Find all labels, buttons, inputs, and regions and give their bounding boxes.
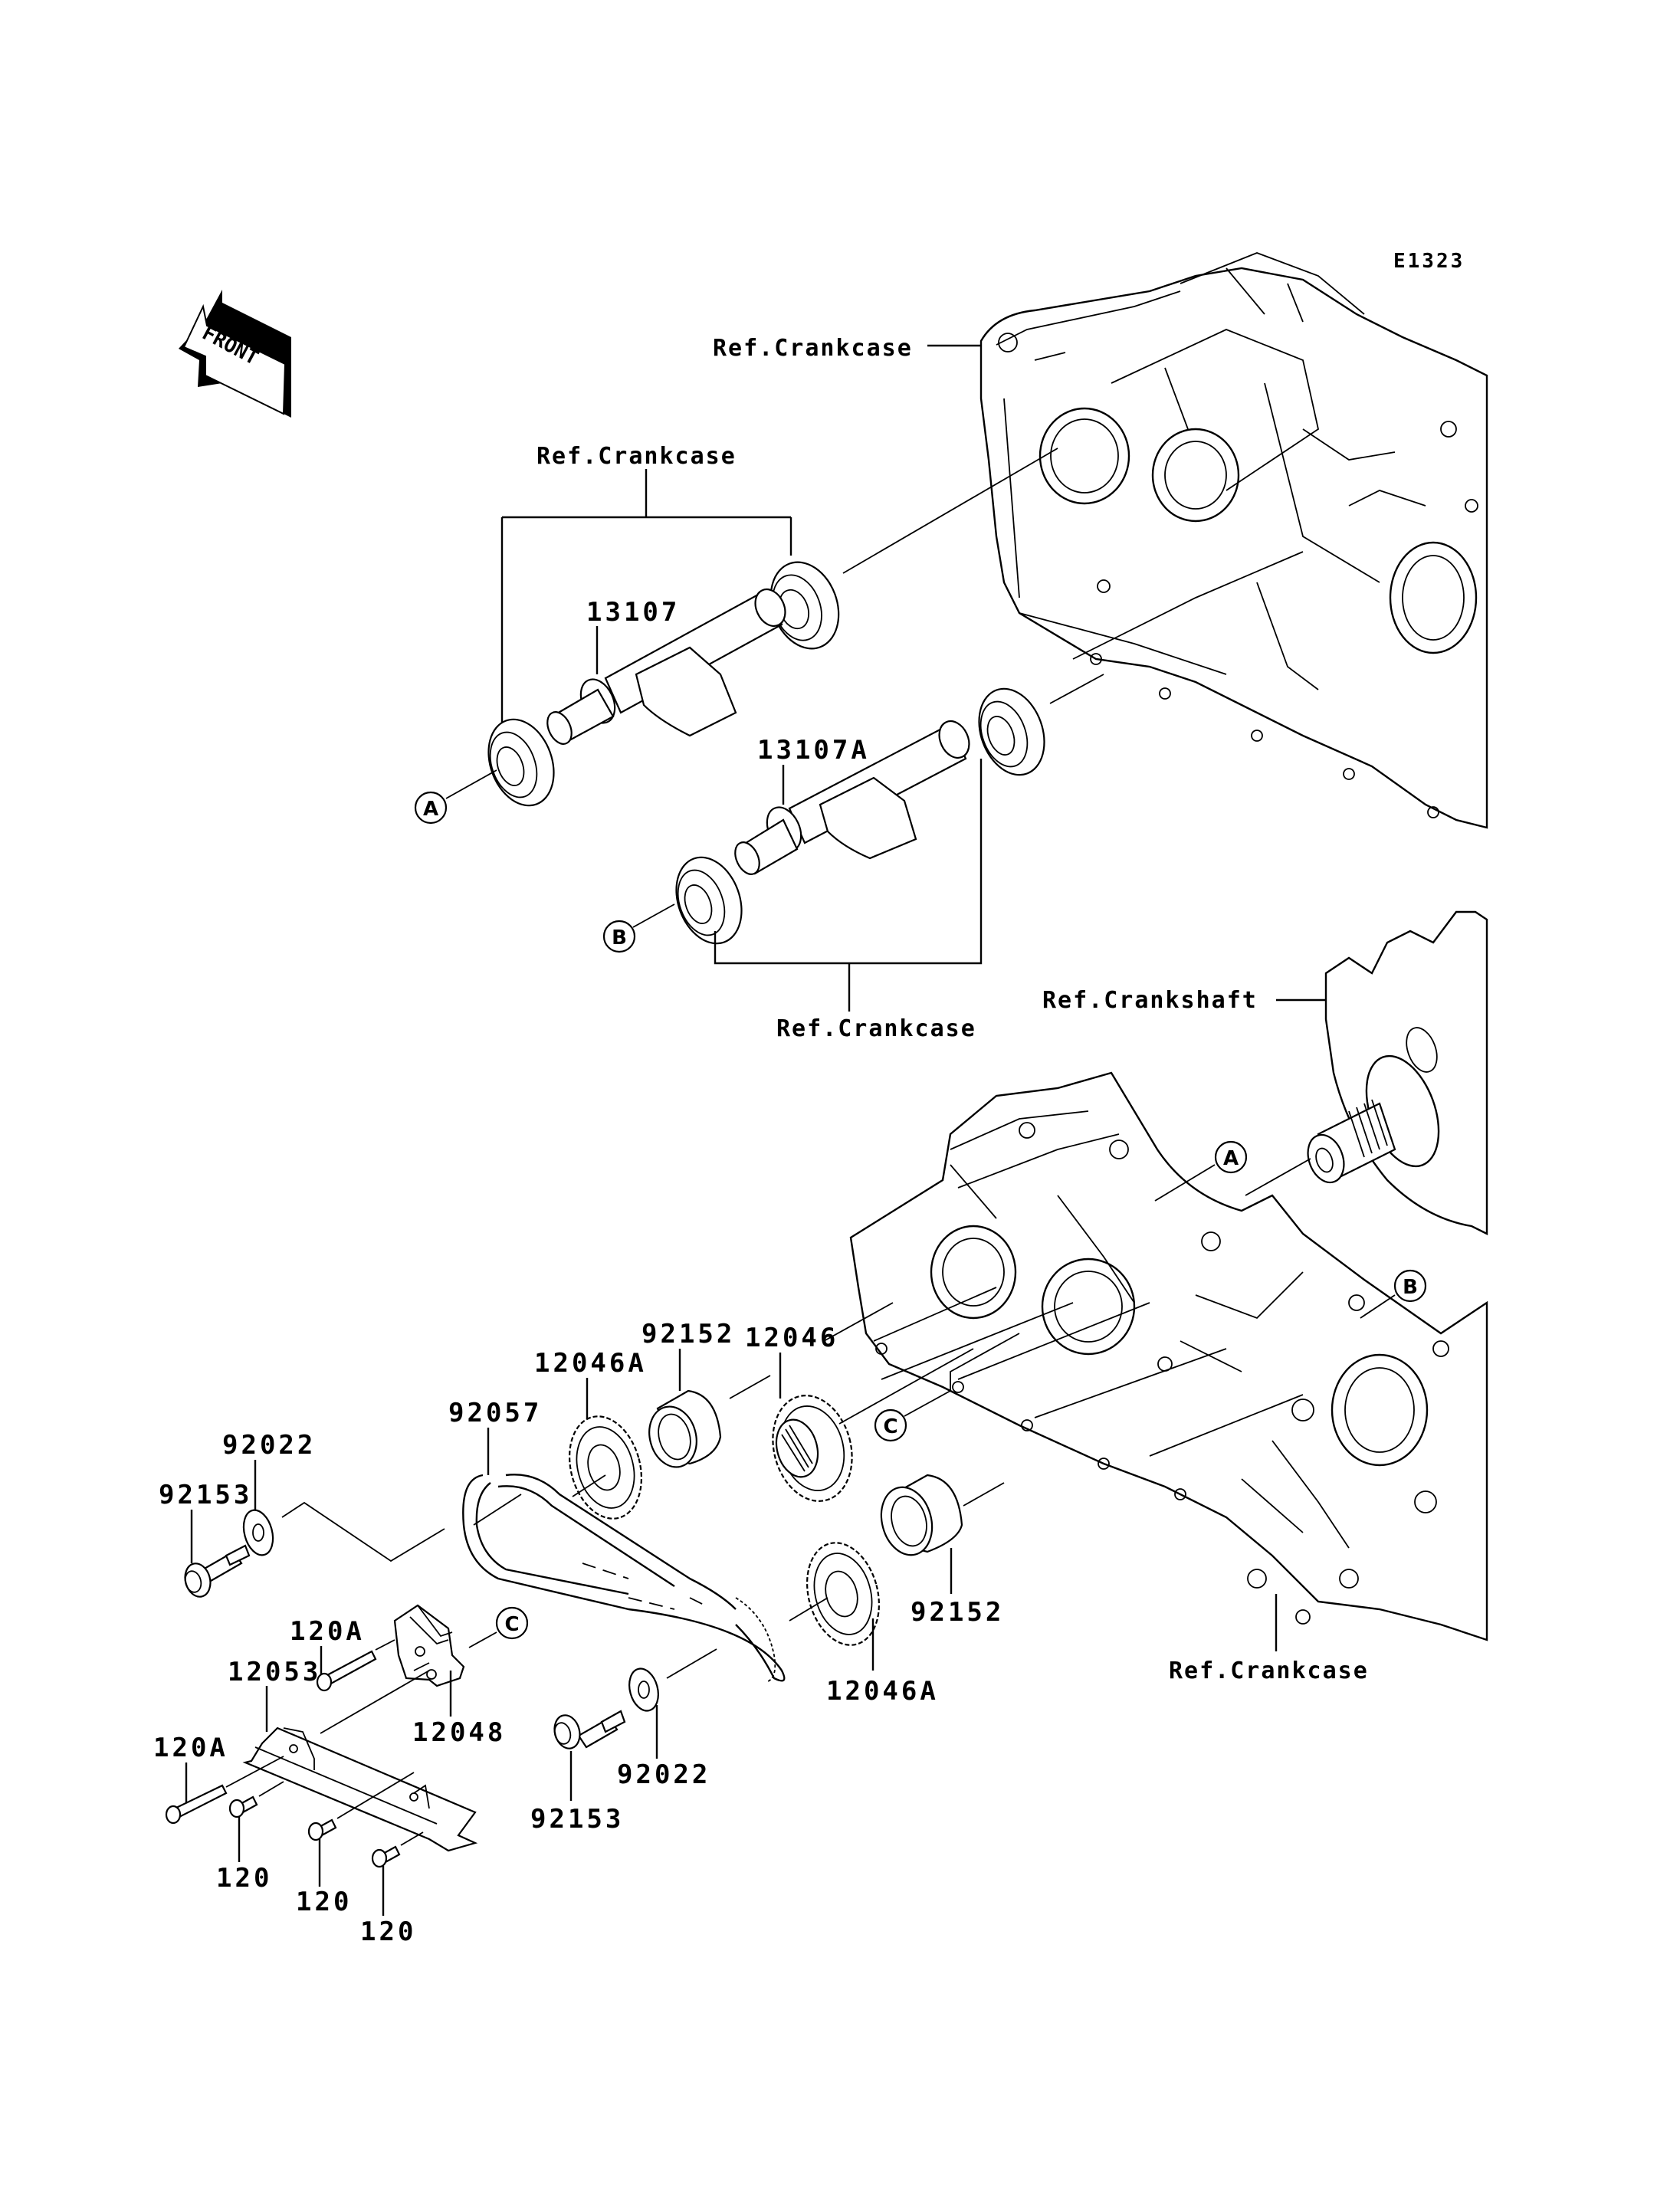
leader-line [963,1482,1005,1507]
collar-icon [880,1474,963,1556]
bolt-icon [307,1818,337,1841]
bearing-icon [978,687,1045,776]
part-number-92153-upper: 92153 [159,1480,252,1510]
part-number-92152-lower: 92152 [911,1597,1004,1628]
leader-line [729,1375,771,1399]
part-number-12048: 12048 [412,1717,506,1748]
callout-c-left: C [495,1606,529,1640]
leader-line [842,448,1058,574]
bracket-line [500,469,792,732]
bolt-icon [553,1710,626,1749]
part-number-120-first: 120 [216,1863,272,1894]
sprocket-icon [806,1542,880,1646]
leader-line [632,903,675,928]
svg-text:A: A [1223,1147,1239,1170]
ref-crankcase-upper-bracket: Ref.Crankcase [536,443,737,470]
cam-chain-icon [462,1474,786,1683]
leader-line [445,769,497,799]
leader-line [320,1670,430,1734]
svg-text:B: B [1403,1276,1418,1299]
leader-line [468,1631,497,1648]
bearing-icon [675,856,743,945]
washer-icon [628,1667,659,1712]
sprocket-icon [569,1415,642,1520]
sprocket-icon [772,1395,853,1502]
leader-line [473,1494,522,1526]
leader-line [1245,1158,1311,1196]
callout-a-left: A [414,791,448,825]
part-number-120a-lower: 120A [153,1733,228,1763]
crankcase-lower-illustration [849,1071,1488,1641]
leader-line [225,1756,284,1788]
bolt-icon [165,1784,228,1825]
svg-text:C: C [504,1613,519,1636]
ref-crankcase-top-right: Ref.Crankcase [713,335,913,362]
svg-text:B: B [612,926,627,949]
part-number-120-third: 120 [360,1917,416,1947]
leader-line [823,1302,894,1342]
leader-line [1154,1164,1216,1202]
bolt-icon [316,1650,377,1692]
callout-b-right: B [1393,1269,1427,1303]
leader-line [1360,1294,1396,1319]
part-number-120-second: 120 [296,1887,352,1917]
part-number-13107: 13107 [586,597,680,628]
part-number-12046: 12046 [745,1323,838,1353]
crankshaft-illustration [1307,910,1488,1235]
part-number-12053: 12053 [228,1657,321,1687]
washer-icon [242,1509,274,1556]
leader-line [400,1831,424,1846]
collar-icon [648,1389,722,1468]
leader-line [375,1639,395,1651]
part-number-12046a-lower: 12046A [826,1676,939,1707]
part-number-13107a: 13107A [757,735,870,766]
part-number-92057: 92057 [448,1398,542,1428]
chain-guide-icon [242,1726,478,1852]
leader-line [572,1474,606,1497]
bolt-icon [184,1544,251,1598]
svg-text:C: C [883,1415,897,1438]
ref-crankcase-bottom: Ref.Crankcase [1169,1658,1369,1684]
part-number-92152-upper: 92152 [641,1319,735,1349]
leader-line [1049,674,1104,704]
callout-a-right: A [1214,1140,1248,1174]
part-number-92022-upper: 92022 [222,1430,316,1461]
balancer-shaft-icon [546,588,786,745]
leader-line [336,1772,415,1819]
diagram-code: E1323 [1393,250,1465,273]
bolt-icon [371,1845,401,1868]
crankcase-upper-illustration [979,252,1488,829]
callout-b-left: B [602,920,636,953]
bracket-line [714,759,983,1012]
tensioner-icon [393,1604,465,1687]
svg-text:A: A [423,798,438,821]
ref-crankcase-lower-bracket: Ref.Crankcase [776,1015,976,1042]
part-number-120a-upper: 120A [290,1616,365,1647]
part-number-92022-lower: 92022 [617,1759,710,1790]
leader-line [789,1597,829,1622]
front-arrow-icon: FRONT [179,290,291,418]
ref-crankshaft: Ref.Crankshaft [1042,987,1258,1014]
bolt-icon [228,1795,258,1818]
balancer-shaft-icon [734,720,970,875]
leader-line [838,1348,974,1425]
part-number-92153-lower: 92153 [530,1804,624,1835]
leader-line [281,1501,445,1562]
callout-c-middle: C [874,1408,907,1442]
leader-line [904,1333,1020,1417]
leader-line [666,1648,717,1679]
leader-line [258,1781,284,1797]
part-number-12046a-upper: 12046A [534,1348,647,1379]
